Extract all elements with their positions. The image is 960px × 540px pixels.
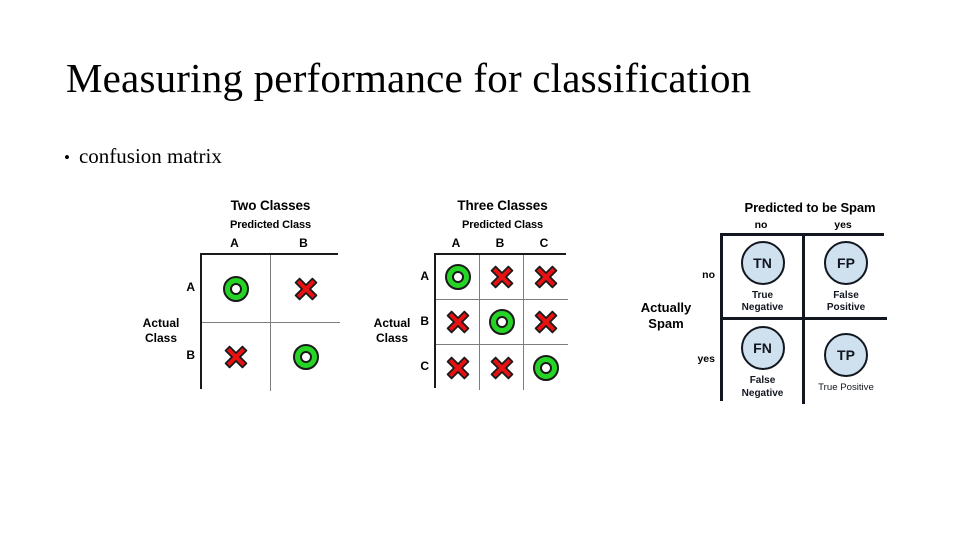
actual-class-axis-label-line2: Class	[375, 330, 409, 345]
matrix-cell-c-b	[480, 345, 524, 390]
bullet-point-icon: •	[64, 148, 70, 167]
matrix-cell-true-positive: TP True Positive	[805, 320, 887, 404]
matrix-cell-b-b	[271, 323, 340, 391]
actual-class-axis-label-line1: Actual	[142, 316, 180, 330]
column-header-yes: yes	[834, 219, 852, 231]
red-cross-icon	[490, 356, 513, 379]
row-header-no: no	[702, 269, 715, 281]
green-ring-icon	[444, 264, 471, 290]
column-header-b: B	[495, 236, 505, 250]
green-ring-icon	[223, 275, 249, 302]
actual-class-axis-label: Actual Class	[362, 316, 422, 345]
matrix-cell-b-a	[436, 300, 480, 345]
row-header-yes: yes	[697, 353, 715, 365]
row-header-b: B	[186, 348, 195, 362]
green-ring-icon	[292, 344, 319, 370]
column-header-b: B	[299, 236, 308, 250]
actually-spam-axis-label: Actually Spam	[630, 300, 702, 332]
actually-spam-axis-label-line1: Actually	[640, 300, 692, 315]
red-cross-icon	[446, 310, 469, 334]
matrix-cell-false-negative: FN False Negative	[723, 320, 805, 404]
matrix-cell-a-a	[436, 255, 480, 300]
confusion-matrix-spam: TN True Negative FP False Positive FN Fa…	[720, 233, 887, 404]
actually-spam-axis-label-line2: Spam	[648, 315, 684, 331]
actual-class-axis-label-line2: Class	[144, 330, 178, 345]
predicted-class-axis-label: Predicted Class	[229, 219, 312, 231]
predicted-to-be-spam-axis-label: Predicted to be Spam	[744, 200, 876, 215]
actual-class-axis-label-line1: Actual	[373, 316, 411, 330]
bullet-item-label: confusion matrix	[78, 144, 222, 168]
false-positive-badge: FP	[824, 240, 868, 285]
red-cross-icon	[224, 345, 248, 369]
figure-three-classes-title: Three Classes	[457, 198, 548, 213]
red-cross-icon	[534, 310, 558, 334]
matrix-cell-a-c	[524, 255, 568, 300]
false-negative-badge: FN	[740, 326, 785, 371]
column-header-a: A	[230, 236, 239, 250]
figure-three-classes: Three Classes Predicted Class A B C Actu…	[362, 198, 577, 390]
false-negative-caption: False Negative	[741, 375, 784, 399]
figure-spam-confusion-matrix: Predicted to be Spam no yes Actually Spa…	[630, 200, 900, 404]
matrix-cell-true-negative: TN True Negative	[723, 236, 805, 320]
row-header-a: A	[420, 268, 429, 283]
false-positive-caption: False Positive	[826, 289, 866, 313]
matrix-cell-b-a	[202, 323, 271, 391]
confusion-matrix-two-classes	[200, 253, 340, 391]
matrix-cell-b-b	[480, 300, 524, 345]
true-positive-badge: TP	[824, 332, 868, 377]
red-cross-icon	[490, 265, 513, 289]
figure-two-classes-title: Two Classes	[230, 198, 311, 213]
true-negative-caption: True Negative	[741, 289, 784, 313]
matrix-cell-a-b	[480, 255, 524, 300]
red-cross-icon	[534, 265, 558, 289]
actual-class-axis-label: Actual Class	[130, 316, 192, 345]
page-title: Measuring performance for classification	[66, 55, 752, 101]
matrix-cell-a-a	[202, 255, 271, 323]
column-header-c: C	[539, 236, 549, 250]
confusion-matrix-three-classes	[434, 253, 568, 390]
true-negative-badge: TN	[740, 240, 785, 285]
red-cross-icon	[446, 356, 469, 379]
column-header-a: A	[451, 236, 461, 250]
row-header-c: C	[420, 358, 429, 373]
matrix-cell-false-positive: FP False Positive	[805, 236, 887, 320]
green-ring-icon	[488, 309, 515, 335]
true-positive-caption: True Positive	[818, 381, 874, 393]
green-ring-icon	[533, 354, 559, 381]
column-header-no: no	[754, 219, 768, 231]
matrix-cell-c-a	[436, 345, 480, 390]
matrix-cell-c-c	[524, 345, 568, 390]
row-header-a: A	[186, 280, 195, 294]
row-header-b: B	[420, 313, 429, 328]
matrix-cell-a-b	[271, 255, 340, 323]
figure-two-classes: Two Classes Predicted Class A B Actual C…	[130, 198, 345, 391]
bullet-list-item: • confusion matrix	[64, 144, 222, 169]
matrix-cell-b-c	[524, 300, 568, 345]
red-cross-icon	[294, 277, 317, 300]
predicted-class-axis-label: Predicted Class	[461, 219, 544, 231]
